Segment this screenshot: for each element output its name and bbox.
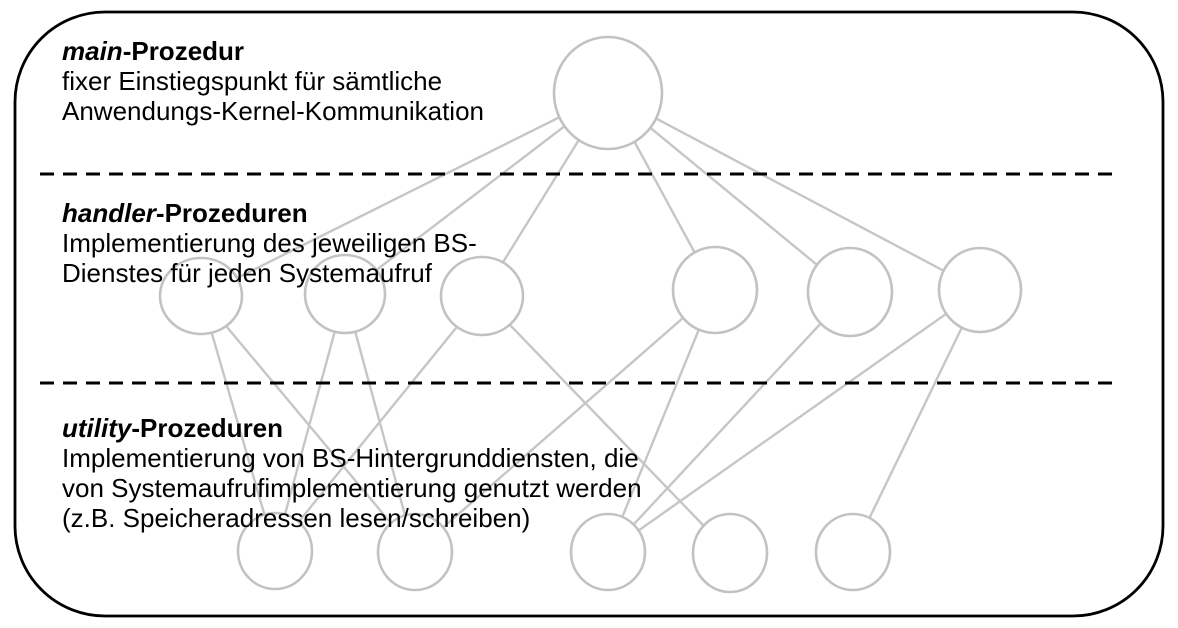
node-layer (158, 35, 1023, 594)
edge-h1-u2 (200, 295, 416, 553)
edge-h6-u3 (607, 289, 981, 553)
main-layer-desc-line2: Anwendungs-Kernel-Kommunikation (62, 96, 485, 126)
utility-node-4 (691, 512, 769, 594)
edge-main-h6 (607, 91, 981, 292)
handler-node-5 (806, 246, 894, 338)
edge-h4-u2 (414, 289, 716, 553)
edge-layer (199, 91, 982, 554)
utility-node-1 (236, 511, 314, 591)
outer-border (13, 10, 1165, 618)
separator-layer (40, 172, 1112, 385)
edge-h1-u1 (199, 295, 277, 552)
edge-h6-u5 (851, 289, 982, 553)
handler-node-2 (303, 253, 387, 335)
edge-h3-u1 (274, 295, 483, 552)
handler-layer-desc-line2: Dienstes für jeden Systemaufruf (62, 258, 432, 288)
edge-h5-u3 (607, 291, 851, 553)
utility-node-2 (376, 512, 454, 592)
utility-node-3 (569, 512, 647, 592)
handler-node-3 (439, 255, 525, 337)
edge-h2-u1 (273, 293, 347, 552)
main-layer-title: main-Prozedur (62, 36, 245, 66)
utility-layer-title: utility-Prozeduren (62, 413, 284, 443)
utility-layer-desc-line1: Implementierung von BS-Hintergrunddienst… (62, 443, 639, 473)
handler-layer-title: handler-Prozeduren (62, 198, 308, 228)
main-procedure-node (552, 35, 664, 151)
utility-layer-label: utility-Prozeduren Implementierung von B… (62, 413, 642, 533)
handler-layer-desc-line1: Implementierung des jeweiligen BS- (62, 228, 477, 258)
handler-node-1 (158, 256, 244, 336)
handler-node-4 (671, 245, 759, 335)
utility-layer-desc-line3: (z.B. Speicheradressen lesen/schreiben) (62, 503, 531, 533)
edge-main-h1 (200, 91, 609, 298)
main-layer-desc-line1: fixer Einstiegspunkt für sämtliche (62, 66, 443, 96)
main-layer-label: main-Prozedur fixer Einstiegspunkt für s… (62, 36, 484, 126)
edge-h3-u4 (481, 295, 731, 554)
utility-layer-desc-line2: von Systemaufrufimplementierung genutzt … (62, 473, 642, 503)
handler-node-6 (937, 246, 1023, 334)
edge-h4-u3 (606, 289, 717, 553)
handler-layer-label: handler-Prozeduren Implementierung des j… (62, 198, 477, 288)
utility-node-5 (814, 512, 892, 592)
